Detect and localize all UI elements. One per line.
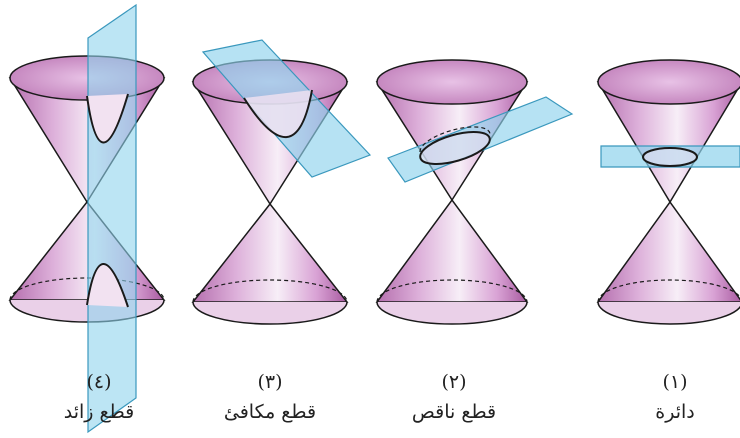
panel-4-caption: قطع زائد: [64, 401, 135, 423]
panel-4-number: (٤): [86, 371, 111, 393]
panel-circle: (١) دائرة: [596, 59, 740, 423]
panel-2-number: (٢): [441, 371, 466, 393]
panel-hyperbola: (٤) قطع زائد: [8, 3, 166, 434]
panel-2-caption: قطع ناقص: [412, 401, 496, 423]
panel-1-number: (١): [662, 371, 687, 393]
panel-1-caption: دائرة: [655, 401, 694, 423]
panel-3-number: (٣): [257, 371, 282, 393]
panel-ellipse: (٢) قطع ناقص: [375, 59, 574, 423]
panel-parabola: (٣) قطع مكافئ: [191, 39, 372, 423]
panel-3-caption: قطع مكافئ: [224, 401, 316, 423]
